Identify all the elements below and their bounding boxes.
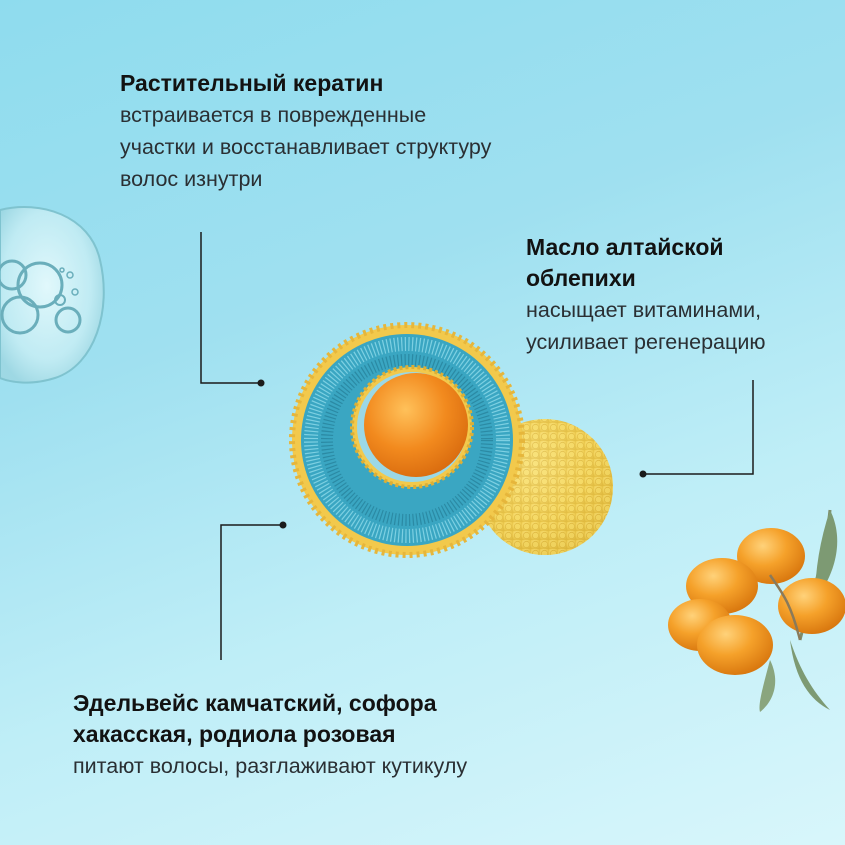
oil-title-line: Масло алтайской <box>526 234 724 260</box>
keratin-description-line: встраивается в поврежденные <box>120 103 427 127</box>
oil-description-line: насыщает витаминами, <box>526 298 762 322</box>
keratin-title: Растительный кератин <box>120 70 384 96</box>
edelweiss-description-line: питают волосы, разглаживают кутикулу <box>73 754 468 778</box>
oil-title-line: облепихи <box>526 265 636 291</box>
edelweiss-title-line: хакасская, родиола розовая <box>73 721 396 747</box>
oil-description-line: усиливает регенерацию <box>526 330 766 354</box>
sea-buckthorn-icon <box>668 509 845 712</box>
keratin-description-line: волос изнутри <box>120 167 263 191</box>
keratin-description-line: участки и восстанавливает структуру <box>120 135 492 159</box>
edelweiss-title-line: Эдельвейс камчатский, софора <box>73 690 437 716</box>
connector-oil <box>639 380 754 478</box>
liposome-illustration <box>289 322 613 558</box>
oil-text-block: Масло алтайской облепихи насыщает витами… <box>526 232 826 358</box>
connector-edelweiss <box>220 521 287 660</box>
edelweiss-text-block: Эдельвейс камчатский, софора хакасская, … <box>73 688 633 782</box>
keratin-text-block: Растительный кератин встраивается в повр… <box>120 68 600 195</box>
gel-drop-icon <box>0 206 105 384</box>
connector-keratin <box>200 232 265 387</box>
